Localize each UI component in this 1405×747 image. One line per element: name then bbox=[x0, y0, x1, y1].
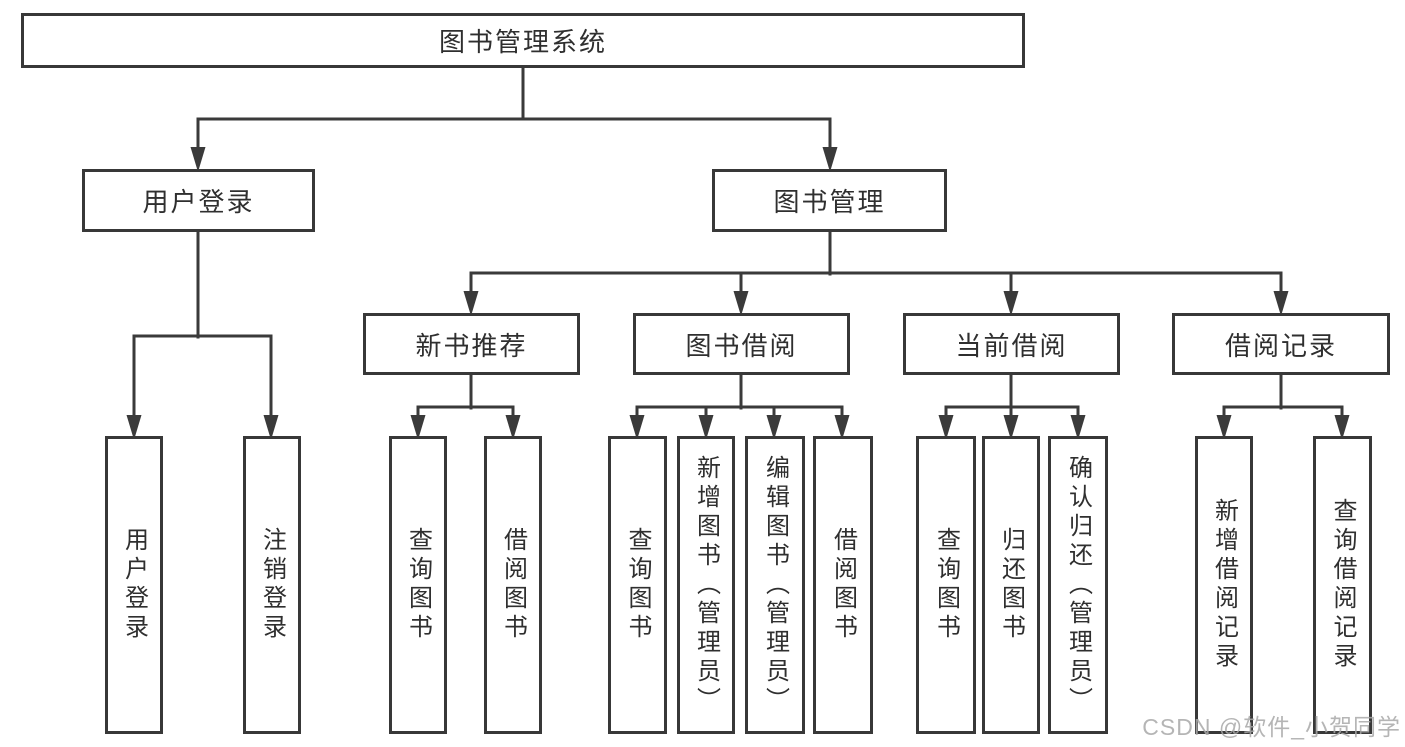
node-label: 图书管理 bbox=[773, 187, 886, 217]
node-label: 新增图书（管理员） bbox=[692, 454, 720, 716]
node-leaf-confirm-return-admin: 确认归还（管理员） bbox=[1048, 436, 1108, 734]
node-leaf-borrow-books-recommend: 借阅图书 bbox=[484, 436, 542, 734]
node-label: 当前借阅 bbox=[955, 330, 1068, 361]
node-label: 借阅记录 bbox=[1224, 330, 1337, 361]
node-leaf-add-books-admin: 新增图书（管理员） bbox=[677, 436, 735, 734]
node-label: 查询图书 bbox=[404, 527, 432, 643]
node-label: 借阅图书 bbox=[829, 527, 857, 643]
node-leaf-borrow-books: 借阅图书 bbox=[813, 436, 873, 734]
node-label: 图书管理系统 bbox=[438, 27, 607, 57]
node-leaf-query-borrow-record: 查询借阅记录 bbox=[1313, 436, 1372, 734]
node-leaf-return-books: 归还图书 bbox=[982, 436, 1040, 734]
node-label: 确认归还（管理员） bbox=[1064, 454, 1092, 716]
node-label: 借阅图书 bbox=[499, 527, 527, 643]
node-current-borrowing: 当前借阅 bbox=[903, 313, 1120, 375]
node-leaf-query-books-borrowing: 查询图书 bbox=[608, 436, 667, 734]
node-leaf-logout: 注销登录 bbox=[243, 436, 301, 734]
node-label: 查询图书 bbox=[624, 527, 651, 643]
node-root-library-management-system: 图书管理系统 bbox=[21, 13, 1025, 68]
node-leaf-add-borrow-record: 新增借阅记录 bbox=[1195, 436, 1253, 734]
csdn-watermark: CSDN @软件_小贺同学 bbox=[1142, 714, 1401, 740]
node-label: 查询借阅记录 bbox=[1329, 498, 1356, 672]
node-leaf-edit-books-admin: 编辑图书（管理员） bbox=[745, 436, 805, 734]
node-label: 用户登录 bbox=[120, 527, 148, 643]
node-label: 用户登录 bbox=[142, 187, 255, 217]
node-label: 编辑图书（管理员） bbox=[761, 454, 789, 716]
node-new-book-recommend: 新书推荐 bbox=[363, 313, 580, 375]
node-label: 归还图书 bbox=[997, 527, 1025, 643]
node-user-login-module: 用户登录 bbox=[82, 169, 315, 232]
node-book-borrowing: 图书借阅 bbox=[633, 313, 850, 375]
node-leaf-user-login: 用户登录 bbox=[105, 436, 163, 734]
node-label: 注销登录 bbox=[258, 527, 286, 643]
node-leaf-query-books-current: 查询图书 bbox=[916, 436, 976, 734]
node-leaf-query-books-recommend: 查询图书 bbox=[389, 436, 447, 734]
node-book-management-module: 图书管理 bbox=[712, 169, 947, 232]
node-label: 新增借阅记录 bbox=[1210, 498, 1238, 672]
node-label: 查询图书 bbox=[932, 527, 960, 643]
node-label: 新书推荐 bbox=[415, 330, 528, 361]
node-borrowing-records: 借阅记录 bbox=[1172, 313, 1390, 375]
node-label: 图书借阅 bbox=[685, 330, 798, 361]
